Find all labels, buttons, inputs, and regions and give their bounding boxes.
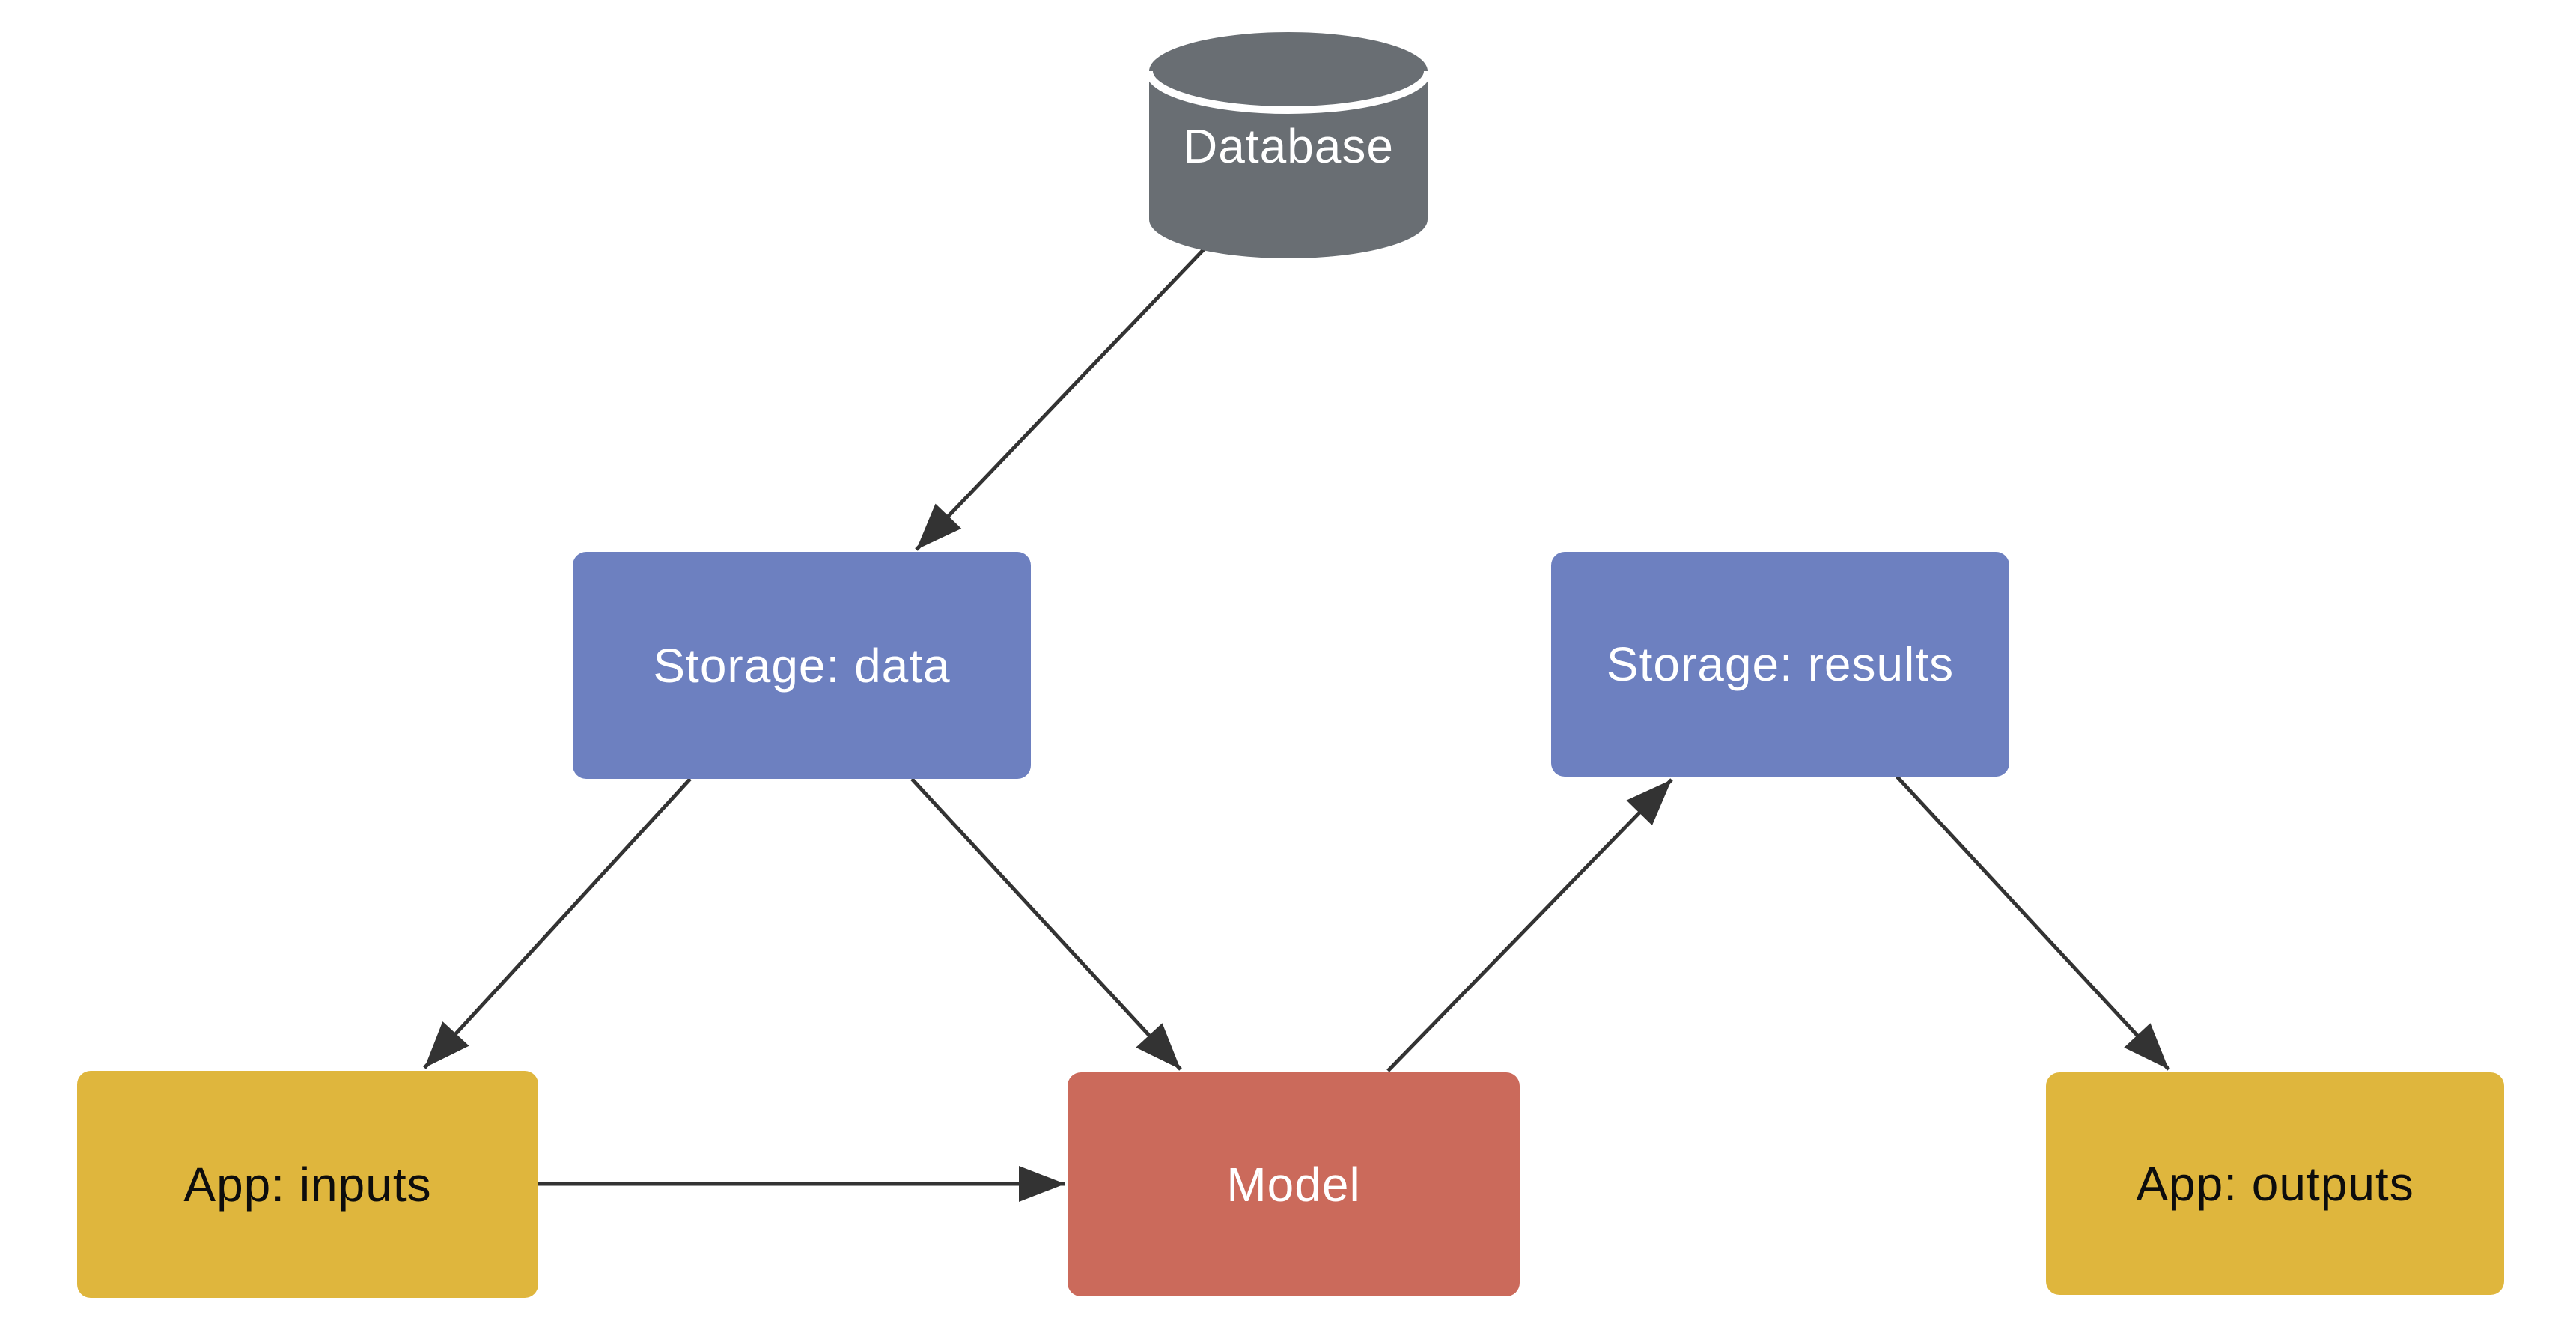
- node-database-label: Database: [1183, 119, 1394, 173]
- node-database: Database: [1149, 109, 1428, 183]
- node-app-outputs: App: outputs: [2046, 1072, 2504, 1295]
- node-app-outputs-label: App: outputs: [2136, 1156, 2414, 1211]
- node-storage-results: Storage: results: [1551, 552, 2009, 777]
- node-app-inputs: App: inputs: [77, 1071, 538, 1298]
- node-model: Model: [1068, 1072, 1520, 1296]
- node-storage-data: Storage: data: [573, 552, 1031, 779]
- node-storage-results-label: Storage: results: [1606, 637, 1955, 691]
- node-model-label: Model: [1226, 1157, 1361, 1212]
- node-storage-data-label: Storage: data: [653, 638, 951, 693]
- edge-storage-data-to-app-inputs: [423, 777, 692, 1069]
- edge-model-to-storage-results: [1386, 778, 1673, 1072]
- node-app-inputs-label: App: inputs: [183, 1157, 432, 1212]
- edge-storage-data-to-model: [910, 777, 1182, 1071]
- edge-database-to-storage-data: [915, 247, 1206, 551]
- edge-storage-results-to-app-outputs: [1896, 775, 2170, 1071]
- edges: [423, 247, 2170, 1202]
- database-cylinder-icon: [1145, 32, 1431, 258]
